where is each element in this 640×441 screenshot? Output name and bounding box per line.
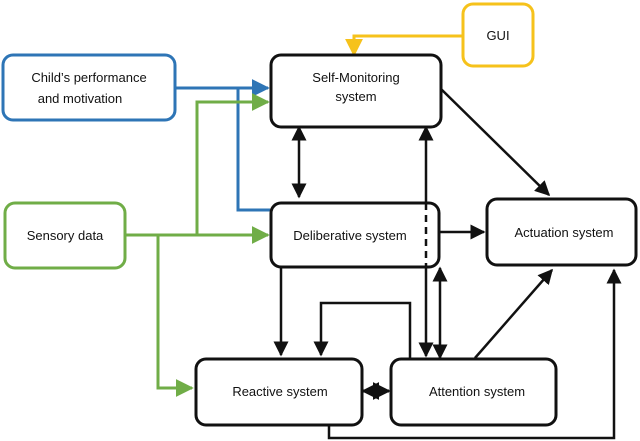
- edge-attention-to-actuation: [474, 268, 553, 359]
- node-actuation-label: Actuation system: [515, 225, 614, 240]
- node-sensory-data: Sensory data: [3, 201, 127, 270]
- node-gui: GUI: [461, 2, 535, 68]
- node-gui-label: GUI: [486, 28, 509, 43]
- node-sensory-data-label: Sensory data: [27, 228, 104, 243]
- node-child-performance-label-line2: and motivation: [38, 91, 123, 106]
- edge-gui-to-self-monitoring: [345, 34, 463, 57]
- node-self-monitoring-label-line2: system: [335, 89, 376, 104]
- node-self-monitoring: Self-Monitoring system: [269, 53, 443, 129]
- node-deliberative-label: Deliberative system: [293, 228, 406, 243]
- edge-sensory-to-reactive: [156, 235, 194, 397]
- node-reactive-label: Reactive system: [232, 384, 327, 399]
- node-deliberative: Deliberative system: [269, 201, 441, 269]
- node-actuation: Actuation system: [485, 197, 638, 267]
- edge-sensory-to-self-monitoring: [195, 93, 270, 235]
- edge-self-monitoring-to-actuation: [439, 87, 551, 197]
- edge-child-to-deliberative: [236, 88, 270, 212]
- edge-reactive-to-actuation: [327, 268, 622, 440]
- node-self-monitoring-label-line1: Self-Monitoring: [312, 70, 399, 85]
- node-child-performance-label-line1: Child’s performance: [31, 70, 146, 85]
- node-attention-label: Attention system: [429, 384, 525, 399]
- node-child-performance: Child’s performance and motivation: [1, 53, 177, 122]
- edge-attention-to-reactive: [313, 301, 412, 359]
- node-attention: Attention system: [389, 357, 558, 427]
- node-reactive: Reactive system: [194, 357, 364, 427]
